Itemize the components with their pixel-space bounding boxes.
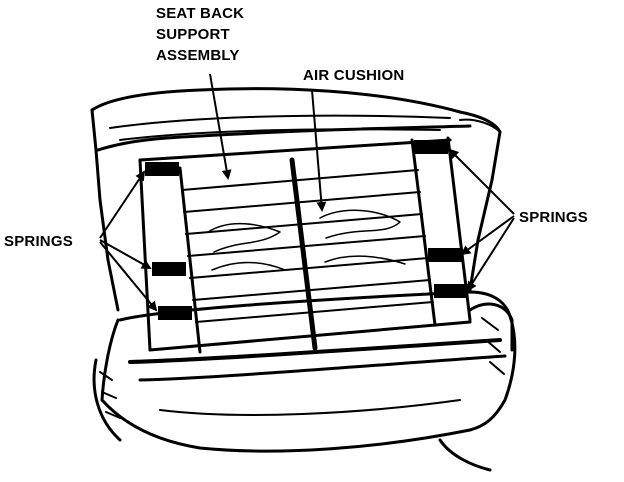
air-cushion	[181, 169, 434, 323]
leader-lines	[99, 73, 515, 312]
upper-seat-cover	[90, 87, 502, 312]
label-air-cushion: AIR CUSHION	[303, 67, 404, 84]
leader-air-cushion	[311, 89, 327, 212]
lower-seat-assembly	[92, 290, 517, 472]
spring-left-middle	[152, 262, 186, 276]
leader-seat-back	[209, 73, 232, 180]
spring-right-top	[414, 140, 448, 154]
label-springs-left: SPRINGS	[4, 233, 73, 250]
label-seat-back-line2: SUPPORT	[156, 26, 230, 43]
label-springs-right: SPRINGS	[519, 209, 588, 226]
label-seat-back-line3: ASSEMBLY	[156, 47, 240, 64]
springs	[145, 140, 468, 320]
label-seat-back-line1: SEAT BACK	[156, 5, 244, 22]
spring-left-top	[145, 162, 179, 176]
spring-right-middle	[428, 248, 462, 262]
